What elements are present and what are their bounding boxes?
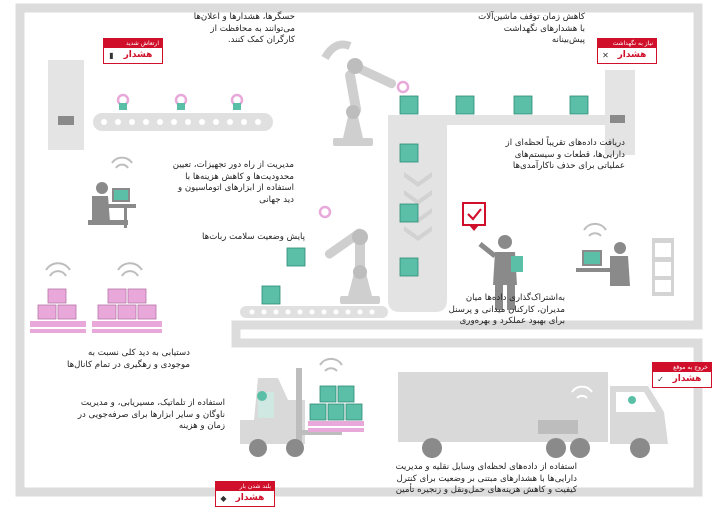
right-machine (605, 70, 635, 155)
left-machine (48, 60, 84, 150)
badge-header: نیاز به نگهداشت (598, 39, 656, 48)
badge-label: هشدار (672, 374, 702, 384)
truck (398, 372, 668, 458)
badge-header: خروج به موقع (653, 363, 711, 372)
check-icon: ✓ (657, 375, 664, 384)
top-robot-sensor (396, 80, 410, 94)
top-conveyor (93, 113, 273, 131)
shield-icon: ◆ (220, 494, 227, 503)
robot-arm-middle (324, 228, 380, 304)
badge-label: هشدار (235, 493, 265, 503)
text-telematics: استفاده از تلماتیک، مسیریابی، و مدیریت ن… (77, 398, 225, 431)
vibration-icon: ▮ (109, 51, 114, 60)
alert-badge-maintenance: نیاز به نگهداشت هشدار ✕ (597, 38, 657, 64)
frame-path (15, 3, 703, 497)
conveyor-boxes (399, 95, 589, 277)
flow-frame (15, 3, 703, 497)
robot-arm-top (321, 40, 397, 146)
alert-badge-exit: خروج به موقع هشدار ✓ (652, 362, 712, 388)
alert-worker (462, 202, 523, 310)
alert-badge-lift: بلند شدن بار هشدار ◆ (215, 481, 275, 507)
mid-robot-sensor (318, 205, 332, 219)
text-equipment: مدیریت از راه دور تجهیزات، تعیین محدودیت… (172, 160, 294, 205)
worker-desk-left (88, 156, 136, 228)
badge-label: هشدار (617, 50, 647, 60)
left-machine-panel (58, 116, 74, 125)
text-robots: پایش وضعیت سلامت ربات‌ها (202, 232, 305, 242)
badge-header: بلند شدن بار (216, 482, 274, 491)
left-machine-body (48, 60, 84, 150)
badge-header: ارتعاش شدید (104, 39, 162, 48)
forklift (240, 358, 364, 457)
worker-desk-right (576, 223, 674, 296)
bottom-conveyor (240, 306, 388, 318)
wrench-icon: ✕ (602, 51, 609, 60)
text-realtime: دریافت داده‌های تقریباً لحظه‌ای از دارای… (505, 138, 625, 171)
text-fleet: استفاده از داده‌های لحظه‌ای وسایل نقلیه … (395, 462, 577, 495)
text-sharing: به‌اشتراک‌گذاری داده‌ها میان مدیران، کار… (448, 293, 565, 326)
badge-label: هشدار (123, 50, 153, 60)
alert-badge-vibration: ارتعاش شدید هشدار ▮ (103, 38, 163, 64)
conveyor-sensors (116, 93, 244, 110)
text-alerts: حسگرها، هشدارها و اعلان‌ها می‌توانند به … (193, 12, 295, 45)
text-inventory: دستیابی به دید کلی نسبت به موجودی و رهگی… (66, 348, 190, 370)
text-downtime: کاهش زمان توقف ماشین‌آلات با هشدارهای نگ… (478, 12, 585, 45)
mid-boxes (261, 247, 306, 305)
inventory-stacks (30, 262, 162, 333)
